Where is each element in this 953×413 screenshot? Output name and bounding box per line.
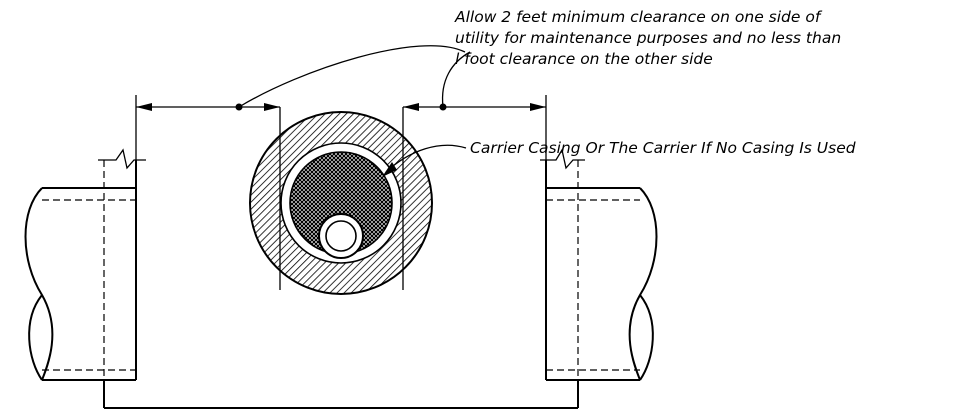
trench-base	[103, 380, 579, 409]
clearance-note-line-3: l foot clearance on the other side	[455, 50, 713, 68]
carrier-casing-label: Carrier Casing Or The Carrier If No Casi…	[470, 139, 856, 157]
right-pipe	[545, 160, 658, 405]
utility-cross-section	[249, 107, 433, 295]
left-pipe	[24, 160, 137, 405]
carrier-casing-leader	[382, 144, 467, 177]
clearance-note-line-1: Allow 2 feet minimum clearance on one si…	[454, 8, 823, 26]
dimension-left-dot	[235, 103, 243, 111]
inner-pipe-inner	[325, 220, 357, 252]
dimension-right-dot	[439, 103, 447, 111]
right-break-symbol	[540, 148, 585, 170]
clearance-note-line-2: utility for maintenance purposes and no …	[455, 29, 841, 47]
left-break-symbol	[98, 148, 146, 170]
clearance-leaders	[238, 45, 471, 108]
